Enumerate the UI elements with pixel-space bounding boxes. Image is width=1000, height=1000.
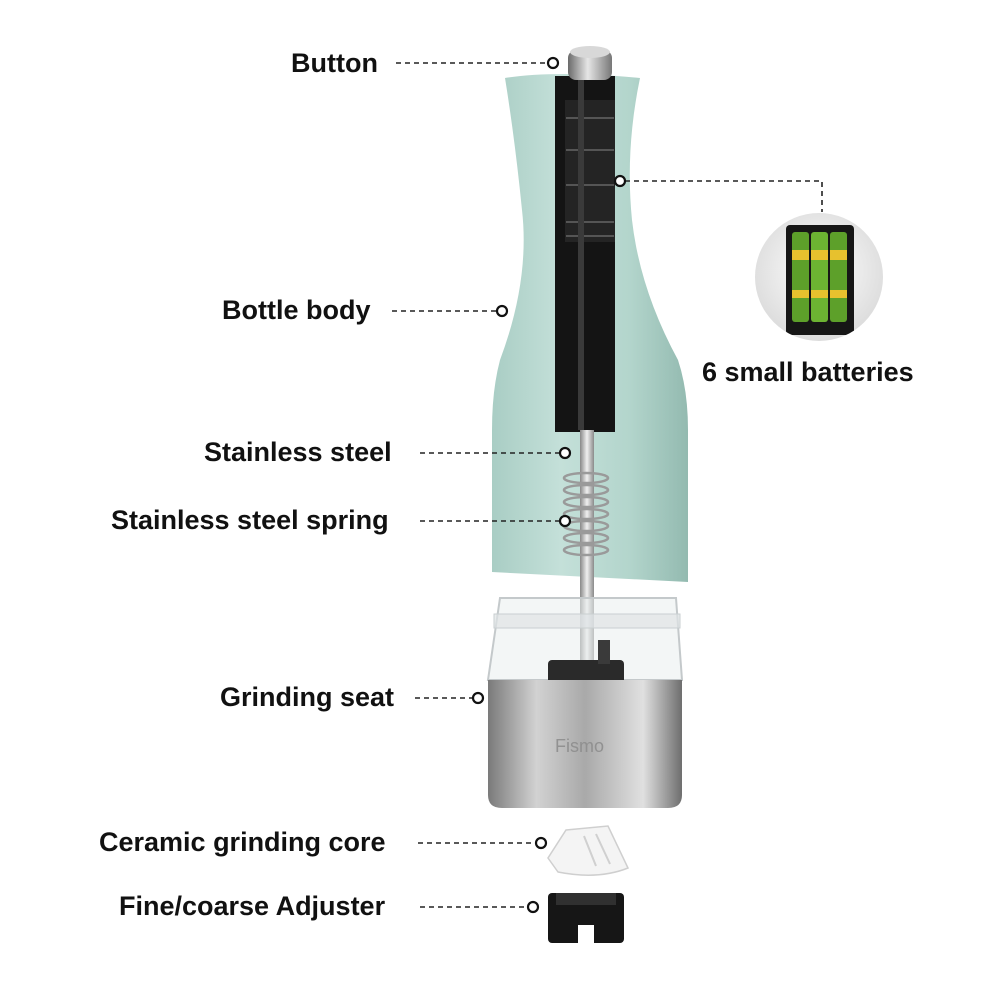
dot-spring xyxy=(558,514,572,528)
dot-ceramic-core xyxy=(534,836,548,850)
label-stainless-steel-spring: Stainless steel spring xyxy=(111,505,389,535)
dot-grinding-seat xyxy=(471,691,485,705)
button-cap-part xyxy=(568,50,612,80)
ceramic-core-grooves xyxy=(583,833,611,867)
brand-logo: Fismo xyxy=(555,736,604,756)
battery-rings xyxy=(566,117,614,237)
label-button: Button xyxy=(291,48,378,78)
adjuster-part xyxy=(548,893,624,943)
dot-button xyxy=(546,56,560,70)
leader-batteries xyxy=(625,180,823,212)
dot-bottle-body xyxy=(495,304,509,318)
adjuster-notch xyxy=(578,925,594,943)
tube-highlight xyxy=(578,80,584,430)
label-grinding-seat: Grinding seat xyxy=(220,682,395,712)
adjuster-top xyxy=(556,893,616,905)
ceramic-core-part xyxy=(547,825,630,876)
dot-stainless-steel xyxy=(558,446,572,460)
label-batteries: 6 small batteries xyxy=(702,357,914,387)
grinder-post xyxy=(598,640,610,664)
leader-dots xyxy=(471,56,627,914)
grinding-seat-steel xyxy=(488,680,682,808)
label-stainless-steel: Stainless steel xyxy=(204,437,392,467)
grinder-mechanism xyxy=(548,660,624,686)
dot-adjuster xyxy=(526,900,540,914)
label-fine-coarse-adjuster: Fine/coarse Adjuster xyxy=(119,891,386,921)
label-ceramic-grinding-core: Ceramic grinding core xyxy=(99,827,386,857)
clear-housing-ring xyxy=(493,613,681,629)
dot-batteries xyxy=(613,174,627,188)
battery-window xyxy=(565,100,615,242)
battery-closeup xyxy=(786,225,854,335)
button-top-part xyxy=(570,46,610,58)
leader-lines xyxy=(392,62,823,908)
label-bottle-body: Bottle body xyxy=(222,295,371,325)
